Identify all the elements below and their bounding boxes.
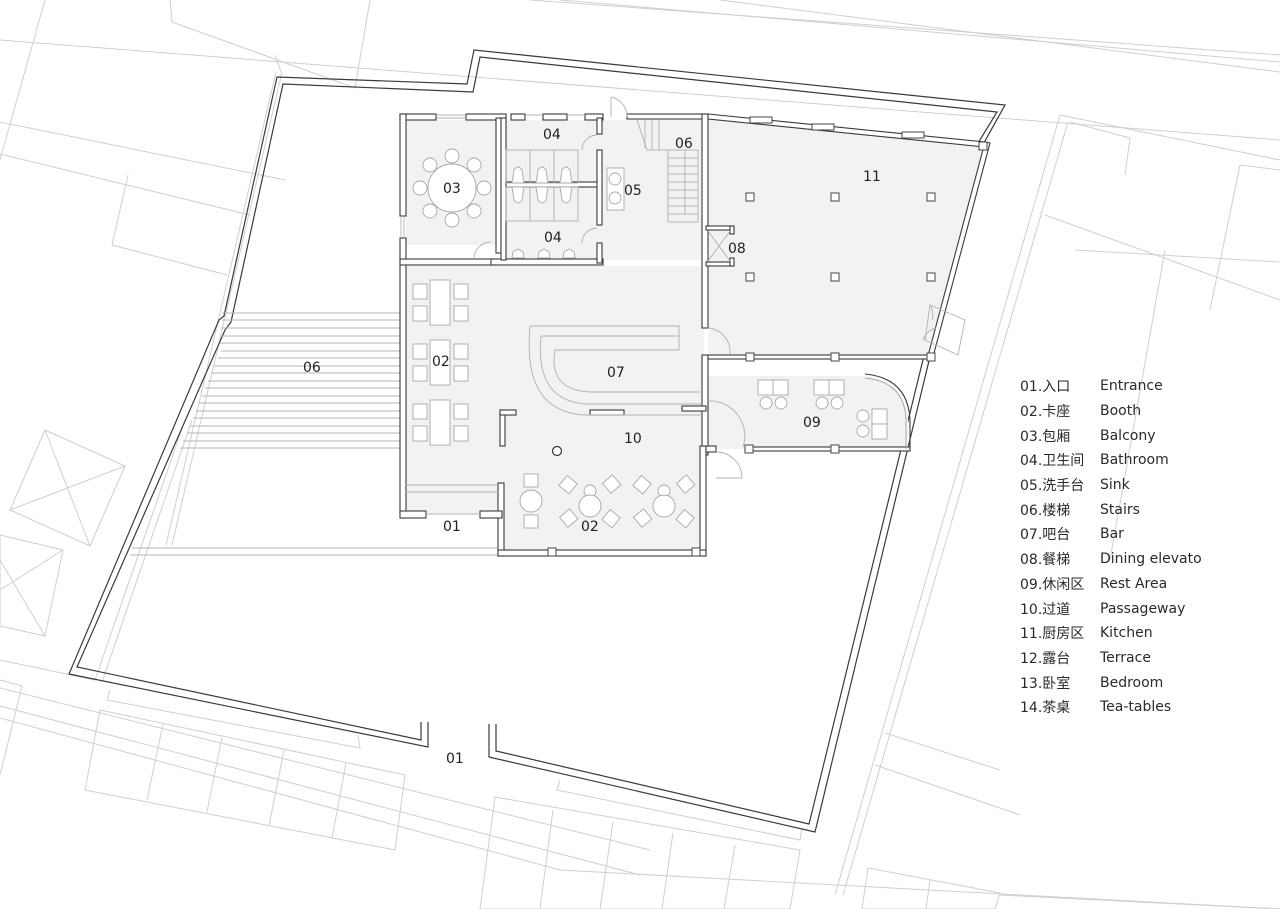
room-label-sink: 05 (624, 183, 642, 199)
legend-name: Stairs (1100, 501, 1140, 518)
room-label-balcony: 03 (443, 181, 461, 197)
legend-name: Bathroom (1100, 452, 1169, 469)
legend-code: 03.包厢 (1020, 428, 1071, 445)
legend-code: 06.楼梯 (1020, 502, 1071, 519)
interior-floor (406, 118, 983, 552)
legend-name: Kitchen (1100, 625, 1153, 642)
legend-item: 05.洗手台 Sink (1020, 473, 1202, 498)
legend-name: Sink (1100, 477, 1130, 494)
booth-tables-south (519, 473, 701, 557)
legend-name: Rest Area (1100, 575, 1168, 592)
room-label-stairs-inner: 06 (675, 136, 693, 152)
legend-item: 12.露台 Terrace (1020, 646, 1202, 671)
room-label-rest-area: 09 (803, 415, 821, 431)
legend-name: Passageway (1100, 600, 1186, 617)
legend-item: 02.卡座 Booth (1020, 399, 1202, 424)
legend-item: 01.入口 Entrance (1020, 374, 1202, 399)
rest-area-furniture (757, 379, 888, 440)
legend-name: Dining elevato (1100, 551, 1202, 568)
outdoor-stairs (130, 312, 500, 556)
legend-code: 07.吧台 (1020, 527, 1071, 544)
legend-code: 04.卫生间 (1020, 453, 1085, 470)
room-label-kitchen: 11 (863, 169, 881, 185)
room-label-stairs-outer: 06 (303, 360, 321, 376)
legend-item: 08.餐梯 Dining elevato (1020, 547, 1202, 572)
legend-code: 05.洗手台 (1020, 478, 1085, 495)
legend-code: 09.休闲区 (1020, 576, 1085, 593)
bathroom-fixtures (505, 149, 625, 259)
legend-name: Bar (1100, 526, 1124, 543)
legend-name: Terrace (1100, 649, 1151, 666)
legend-name: Bedroom (1100, 674, 1164, 691)
doors (426, 96, 966, 515)
balcony-round-table (412, 148, 492, 228)
room-label-booth-west: 02 (432, 354, 450, 370)
site-boundary (68, 49, 1006, 833)
room-label-dining-elevator: 08 (728, 241, 746, 257)
legend-code: 02.卡座 (1020, 404, 1071, 421)
legend-item: 10.过道 Passageway (1020, 596, 1202, 621)
legend-item: 03.包厢 Balcony (1020, 423, 1202, 448)
legend-code: 13.卧室 (1020, 675, 1071, 692)
legend-code: 11.厨房区 (1020, 626, 1085, 643)
room-label-bathroom-north: 04 (543, 127, 561, 143)
legend-code: 10.过道 (1020, 601, 1071, 618)
legend-item: 04.卫生间 Bathroom (1020, 448, 1202, 473)
legend: 01.入口 Entrance 02.卡座 Booth 03.包厢 Balcony 04… (1020, 374, 1202, 720)
booth-tables-west (406, 279, 498, 493)
room-label-entrance: 01 (443, 519, 461, 535)
room-label-bathroom-south: 04 (544, 230, 562, 246)
legend-item: 14.茶桌 Tea-tables (1020, 695, 1202, 720)
legend-name: Booth (1100, 403, 1142, 420)
legend-item: 07.吧台 Bar (1020, 522, 1202, 547)
legend-name: Tea-tables (1100, 699, 1172, 716)
legend-item: 06.楼梯 Stairs (1020, 497, 1202, 522)
bar-counter (528, 325, 702, 416)
room-label-bar: 07 (607, 365, 625, 381)
column-icon (551, 445, 563, 457)
legend-name: Entrance (1100, 378, 1163, 395)
legend-code: 14.茶桌 (1020, 700, 1071, 717)
legend-name: Balcony (1100, 427, 1156, 444)
room-label-passageway: 10 (624, 431, 642, 447)
legend-item: 11.厨房区 Kitchen (1020, 621, 1202, 646)
legend-code: 01.入口 (1020, 379, 1071, 396)
legend-item: 13.卧室 Bedroom (1020, 670, 1202, 695)
room-labels: 01 01 02 02 03 04 04 05 06 06 07 08 09 1… (303, 127, 881, 767)
room-label-entrance-site: 01 (446, 751, 464, 767)
legend-item: 09.休闲区 Rest Area (1020, 572, 1202, 597)
walls (399, 113, 991, 557)
interior-stairs (636, 119, 699, 223)
legend-code: 12.露台 (1020, 650, 1071, 667)
legend-code: 08.餐梯 (1020, 552, 1071, 569)
kitchen-elements (705, 116, 988, 454)
room-label-booth-south: 02 (581, 519, 599, 535)
